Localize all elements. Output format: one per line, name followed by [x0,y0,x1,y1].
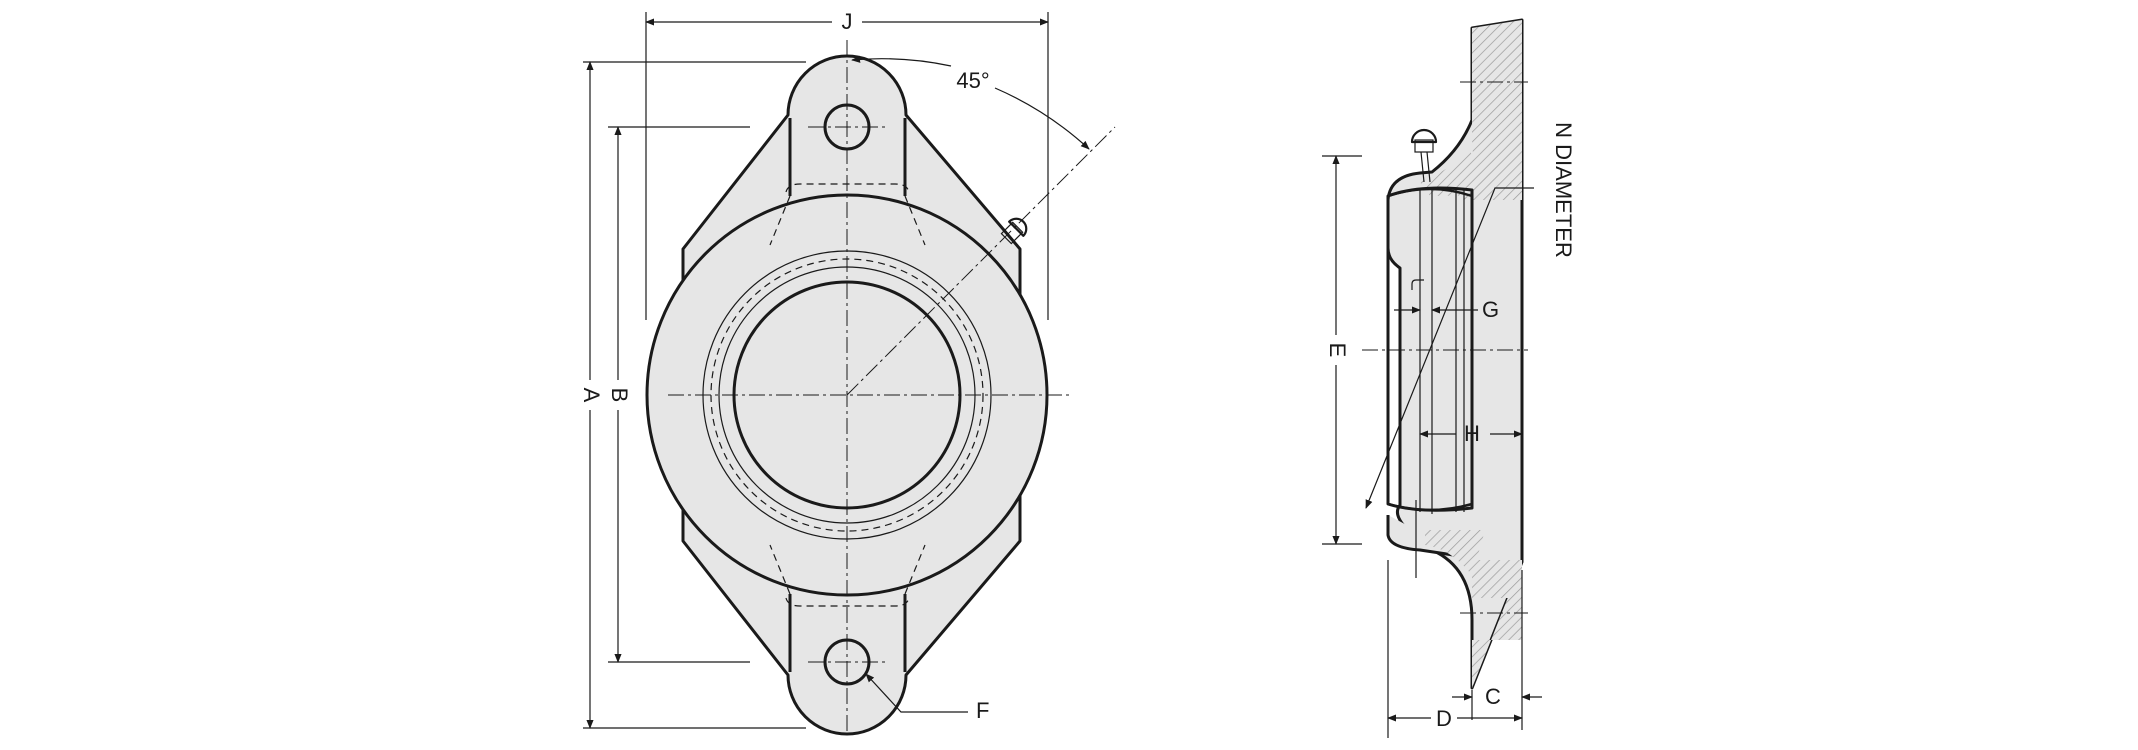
hatched-body-top [1420,150,1485,196]
dimension-g: G [1394,297,1499,322]
dimension-b: B [603,126,750,663]
dimension-f: F [865,673,989,723]
dimension-label-a: A [579,388,604,403]
bore-cap-top [1387,187,1473,198]
dimension-d: D [1387,560,1523,738]
dimension-label-h: H [1464,421,1480,446]
hidden-collar-line [1411,279,1424,290]
dimension-label-g: G [1482,297,1499,322]
dimension-label-b: B [607,388,632,403]
dimension-label-e: E [1325,343,1350,358]
bore-cap-bottom [1387,502,1473,512]
front-view [645,40,1116,736]
diagonal-centerline-45 [846,126,1116,396]
n-diameter-label: N DIAMETER [1551,122,1576,258]
side-view [1362,18,1528,690]
angle-45-dimension: 45° [851,55,1090,150]
dimension-label-j: J [842,9,853,34]
dimension-e: E [1321,155,1362,545]
dimension-a: A [575,61,806,729]
dimension-label-c: C [1485,684,1501,709]
angle-label: 45° [956,68,989,93]
dimension-label-d: D [1436,706,1452,731]
grease-fitting-icon [1000,217,1028,245]
dimension-j: J [645,8,1049,320]
grease-fitting-icon [1410,128,1438,183]
hatched-flange-mid-bottom [1472,560,1522,598]
dimension-label-f: F [976,698,989,723]
dimension-h: H [1419,421,1523,446]
hatched-flange-top [1472,20,1522,108]
n-diameter-leader: N DIAMETER [1365,122,1576,509]
hatched-body-bottom [1425,530,1485,575]
